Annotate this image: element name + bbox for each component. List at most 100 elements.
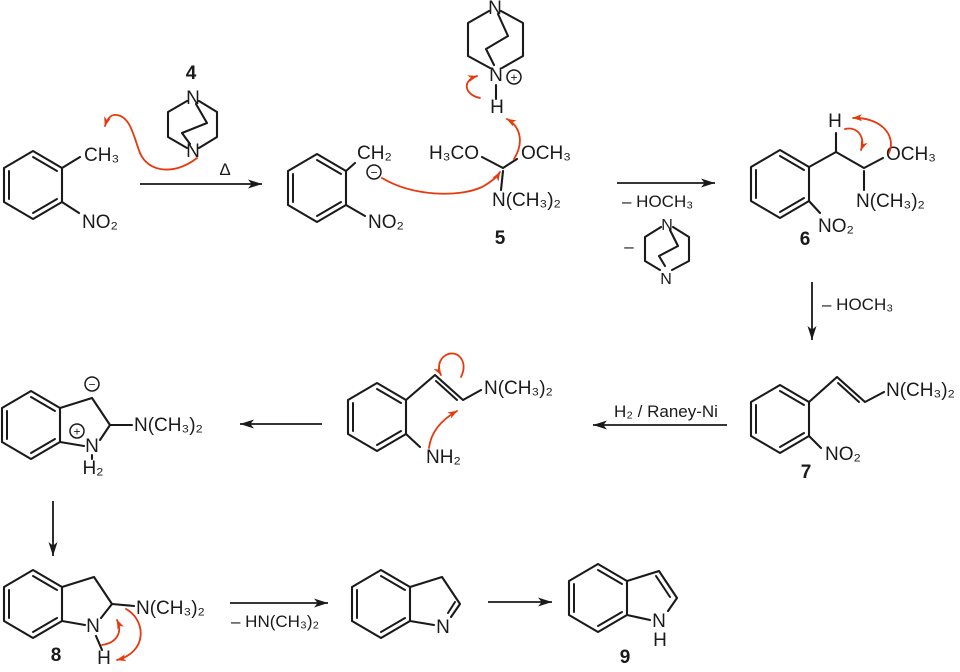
structure-dabco: 4 N N (166, 63, 219, 162)
compound-number-5: 5 (495, 228, 506, 249)
hydrogenation-label: H₂ / Raney-Ni (614, 402, 718, 421)
ammonium-h-label: H (490, 97, 504, 118)
nh-hydrogen-label: H (653, 630, 667, 651)
methyl-label: CH₃ (84, 145, 119, 166)
benzylic-h-label: H (828, 111, 842, 132)
nitro-label: NO₂ (368, 212, 404, 233)
structure-dmf-acetal: H₃CO OCH₃ N(CH₃)₂ 5 (429, 143, 571, 249)
structure-indole: N H 9 (567, 562, 679, 668)
substituent-bonds (344, 161, 367, 218)
nh-hydrogen-label: H (97, 648, 111, 669)
structure-dabco-small: N N (643, 217, 691, 288)
minus-charge-icon (84, 376, 100, 392)
benzene-double-bonds (8, 156, 58, 214)
compound-number-6: 6 (800, 229, 811, 250)
enamine-bonds (807, 375, 886, 450)
structure-benzyl-anion: CH₂ NO₂ − (286, 143, 404, 233)
reaction-arrow-4: H₂ / Raney-Ni (593, 402, 727, 430)
delta-label: Δ (219, 160, 230, 179)
plus-charge-sign: + (73, 425, 80, 439)
benzene-ring (346, 381, 408, 453)
benzene-ring (749, 148, 811, 220)
dimethylamino-label: N(CH₃)₂ (886, 380, 955, 401)
dabco-n-bottom: N (186, 141, 200, 162)
curved-arrow-nh2-attack (428, 410, 458, 449)
minus-sign-label: – (624, 237, 634, 256)
reaction-arrow-3: – HOCH₃ (807, 282, 893, 340)
dabco-bonds (466, 9, 525, 101)
structure-compound-7: N(CH₃)₂ NO₂ 7 (749, 375, 955, 483)
curved-arrow-n-lonepair-to-c2 (101, 619, 124, 646)
benzene-ring (749, 383, 811, 455)
benzene-ring (2, 149, 64, 221)
compound-number-9: 9 (620, 647, 631, 668)
ring-nitrogen-label: N (86, 616, 100, 637)
curved-arrow-carbanion-attack (381, 171, 501, 195)
structure-dabco-h-plus: N N + H (466, 0, 525, 118)
acetal-bonds (480, 155, 519, 192)
sidechain-bonds (807, 131, 885, 215)
nitro-label: NO₂ (825, 444, 861, 465)
reaction-arrow-2: – HOCH₃ – N N (617, 178, 715, 288)
ammonium-h2-label: H₂ (82, 458, 103, 479)
curved-arrow-deprotonation (104, 113, 198, 171)
structure-enamine-aniline: N(CH₃)₂ NH₂ (346, 352, 553, 468)
benzene-double-bonds (8, 575, 58, 633)
nitro-label: NO₂ (818, 216, 854, 237)
structure-zwitterion-indoline: − + N H₂ N(CH₃)₂ (0, 376, 203, 479)
dabco-bonds (166, 99, 219, 150)
reaction-arrow-7: – HN(CH₃)₂ (230, 598, 328, 631)
dimethylamino-label: N(CH₃)₂ (136, 598, 205, 619)
benzene-ring (567, 562, 629, 634)
curved-arrow-pi-shift (433, 352, 465, 378)
dimethylamino-label: N(CH₃)₂ (484, 378, 553, 399)
pyrrole-bonds (625, 569, 679, 622)
methylene-label: CH₂ (357, 143, 392, 164)
curved-arrow-methoxide-to-proton (506, 118, 521, 160)
curved-arrow-nh-bond-to-n (465, 75, 481, 99)
reaction-arrow-1: Δ (140, 160, 262, 189)
plus-charge-icon (69, 423, 85, 439)
compound-number-7: 7 (801, 462, 812, 483)
pyrrole-bonds (408, 575, 462, 627)
imine-nitrogen-label: N (436, 617, 450, 638)
amino-label: NH₂ (426, 447, 461, 468)
plus-charge-sign: + (510, 71, 517, 85)
compound-number-4: 4 (186, 63, 197, 84)
structure-compound-6: H OCH₃ N(CH₃)₂ NO₂ 6 (749, 111, 936, 250)
ring-nitrogen-label: N (652, 611, 666, 632)
plus-charge-icon (506, 69, 522, 85)
substituent-bonds (60, 155, 82, 215)
benzene-ring (286, 152, 348, 224)
benzene-double-bonds (292, 159, 342, 217)
curved-arrow-ch-to-cc (844, 127, 868, 151)
benzene-double-bonds (352, 388, 402, 446)
minus-methanol-label: – HOCH₃ (622, 192, 693, 211)
benzene-double-bonds (356, 575, 406, 633)
ring-nitrogen-label: N (85, 436, 99, 457)
pyrrolidine-bonds (60, 575, 136, 652)
dimethylamino-label: N(CH₃)₂ (134, 415, 203, 436)
methoxy-label: OCH₃ (886, 144, 936, 165)
dimethylamino-label: N(CH₃)₂ (492, 190, 561, 211)
methoxy-left-label: H₃CO (429, 143, 479, 164)
c2c3-double-bond (655, 575, 671, 598)
pyrrolidine-bonds (58, 396, 134, 461)
benzene-ring (350, 568, 412, 640)
structure-compound-8: N H N(CH₃)₂ 8 (2, 568, 205, 669)
benzene-ring (0, 389, 62, 461)
benzene-double-bonds (573, 569, 623, 627)
benzene-ring (2, 568, 64, 640)
dabco-bonds (643, 225, 691, 272)
benzene-double-bonds (755, 155, 805, 213)
benzene-double-bonds (6, 396, 56, 454)
structure-2-nitrotoluene: CH₃ NO₂ (2, 145, 119, 233)
vinyl-double-bond (837, 382, 860, 403)
minus-charge-icon (366, 164, 382, 180)
curved-arrow-cn-bond-to-h (116, 608, 142, 662)
cn-double-bond (447, 601, 456, 614)
minus-methanol-label: – HOCH₃ (822, 295, 893, 314)
dabco-n-bottom: N (660, 271, 672, 288)
